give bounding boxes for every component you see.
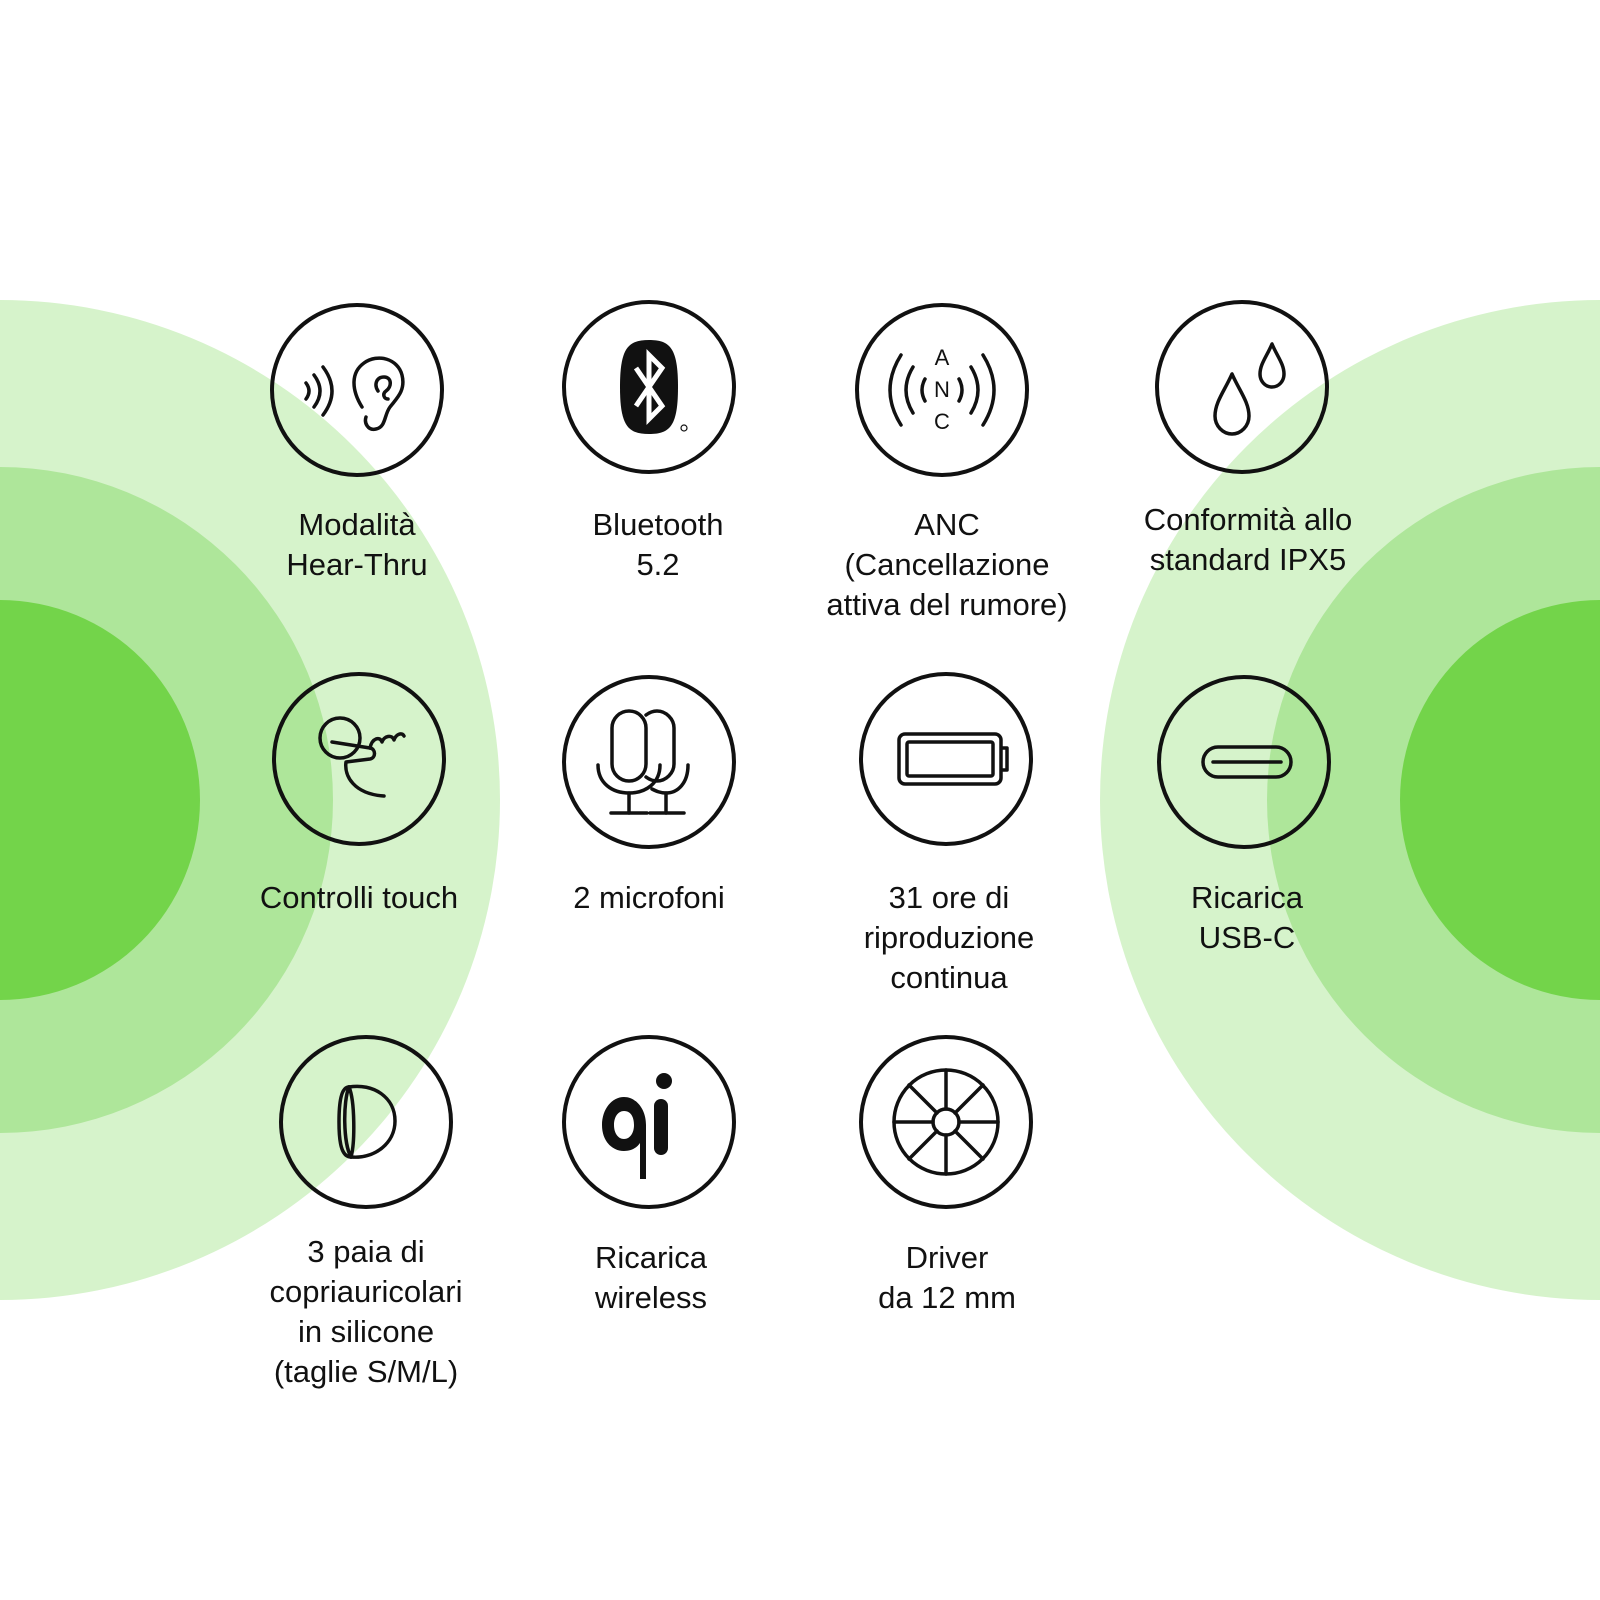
anc-letter-n: N [934,377,950,402]
battery-icon [859,672,1033,846]
two-microphones-icon [562,675,736,849]
feature-label: Driver da 12 mm [878,1240,1016,1315]
usb-c-icon [1157,675,1331,849]
speaker-driver-icon [859,1035,1033,1209]
left-rings [0,300,500,1300]
feature-label: 2 microfoni [573,880,725,915]
feature-label: Bluetooth 5.2 [592,507,724,582]
feature-label: Ricarica USB-C [1191,880,1303,955]
feature-label: Controlli touch [259,880,459,915]
feature-label: Conformità allo standard IPX5 [1143,502,1353,577]
anc-letter-a: A [935,345,950,370]
bluetooth-icon [562,300,736,474]
ear-tip-icon [279,1035,453,1209]
touch-finger-icon [272,672,446,846]
feature-label: 31 ore di riproduzione continua [863,880,1035,995]
right-ring-inner [1400,600,1600,1000]
feature-label: 3 paia di copriauricolari in silicone (t… [269,1234,463,1389]
feature-label: Modalità Hear-Thru [286,507,428,582]
ear-sound-icon [270,303,444,477]
right-rings [1100,300,1600,1300]
water-drops-icon [1155,300,1329,474]
feature-label: ANC (Cancellazione attiva del rumore) [826,507,1068,622]
anc-letter-c: C [934,409,950,434]
left-ring-inner [0,600,200,1000]
feature-label: Ricarica wireless [595,1240,707,1315]
qi-wireless-icon [562,1035,736,1209]
anc-icon: A N C [855,303,1029,477]
